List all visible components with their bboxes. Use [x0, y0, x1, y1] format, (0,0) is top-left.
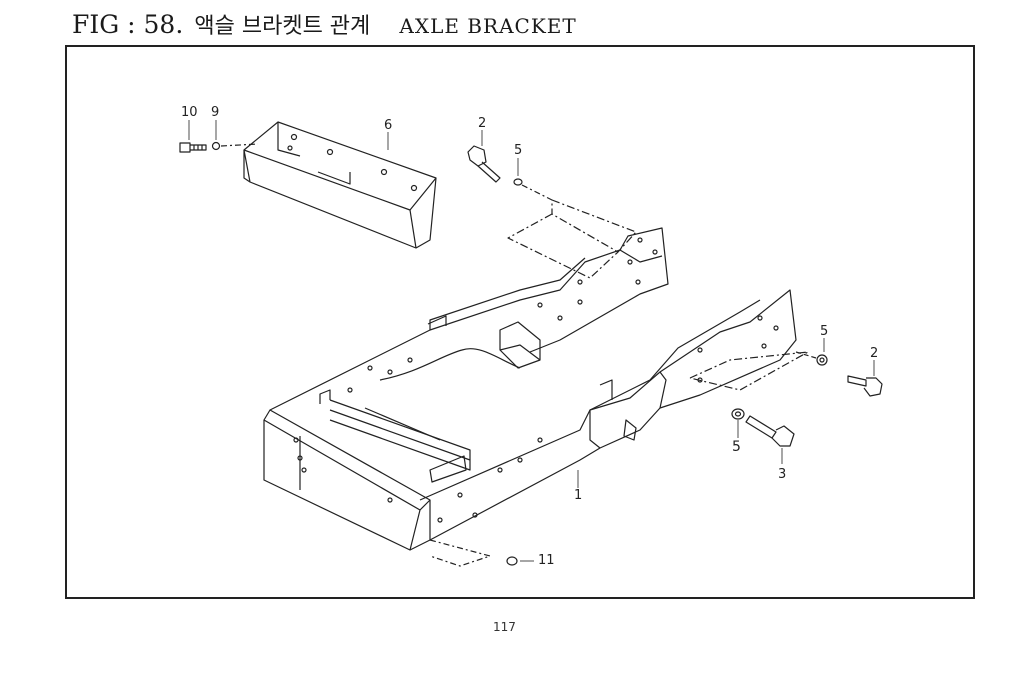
part-6-cover: [243, 121, 437, 249]
callout-10: 10: [181, 105, 198, 120]
callout-5-right: 5: [820, 324, 829, 339]
callout-6: 6: [384, 118, 393, 133]
figure-number: FIG : 58.: [72, 10, 184, 39]
callout-2-upper: 2: [478, 116, 487, 131]
assembly-line: [795, 351, 817, 359]
figure-title: FIG : 58. 액슬 브라켓트 관계 AXLE BRACKET: [72, 8, 577, 40]
part-5-washer-right: [816, 354, 828, 366]
assembly-line: [220, 143, 259, 147]
callout-3: 3: [778, 467, 787, 482]
figure-title-english: AXLE BRACKET: [399, 14, 577, 38]
assembly-line: [689, 351, 809, 391]
callout-1: 1: [574, 488, 583, 503]
assembly-line: [521, 184, 553, 214]
page-number: 117: [493, 620, 516, 634]
part-2-bolt-right: [847, 375, 883, 397]
assembly-line: [507, 199, 637, 279]
drawing-frame: [65, 45, 975, 599]
assembly-line: [429, 539, 491, 567]
part-5-washer-lower: [731, 408, 745, 420]
part-10-bolt: [179, 142, 207, 153]
leader-lines: [188, 120, 875, 562]
callout-9: 9: [211, 105, 220, 120]
callout-5-upper: 5: [514, 143, 523, 158]
callout-11: 11: [538, 553, 555, 568]
part-3-bolt: [745, 415, 795, 447]
callout-2-right: 2: [870, 346, 879, 361]
part-9-washer: [211, 141, 221, 151]
part-1-frame: [263, 227, 797, 551]
part-5-washer-upper: [513, 178, 523, 186]
figure-title-korean: 액슬 브라켓트 관계: [194, 14, 371, 39]
part-2-bolt-upper: [467, 145, 501, 183]
callout-5-lower: 5: [732, 439, 741, 455]
part-11-plug: [506, 556, 518, 566]
